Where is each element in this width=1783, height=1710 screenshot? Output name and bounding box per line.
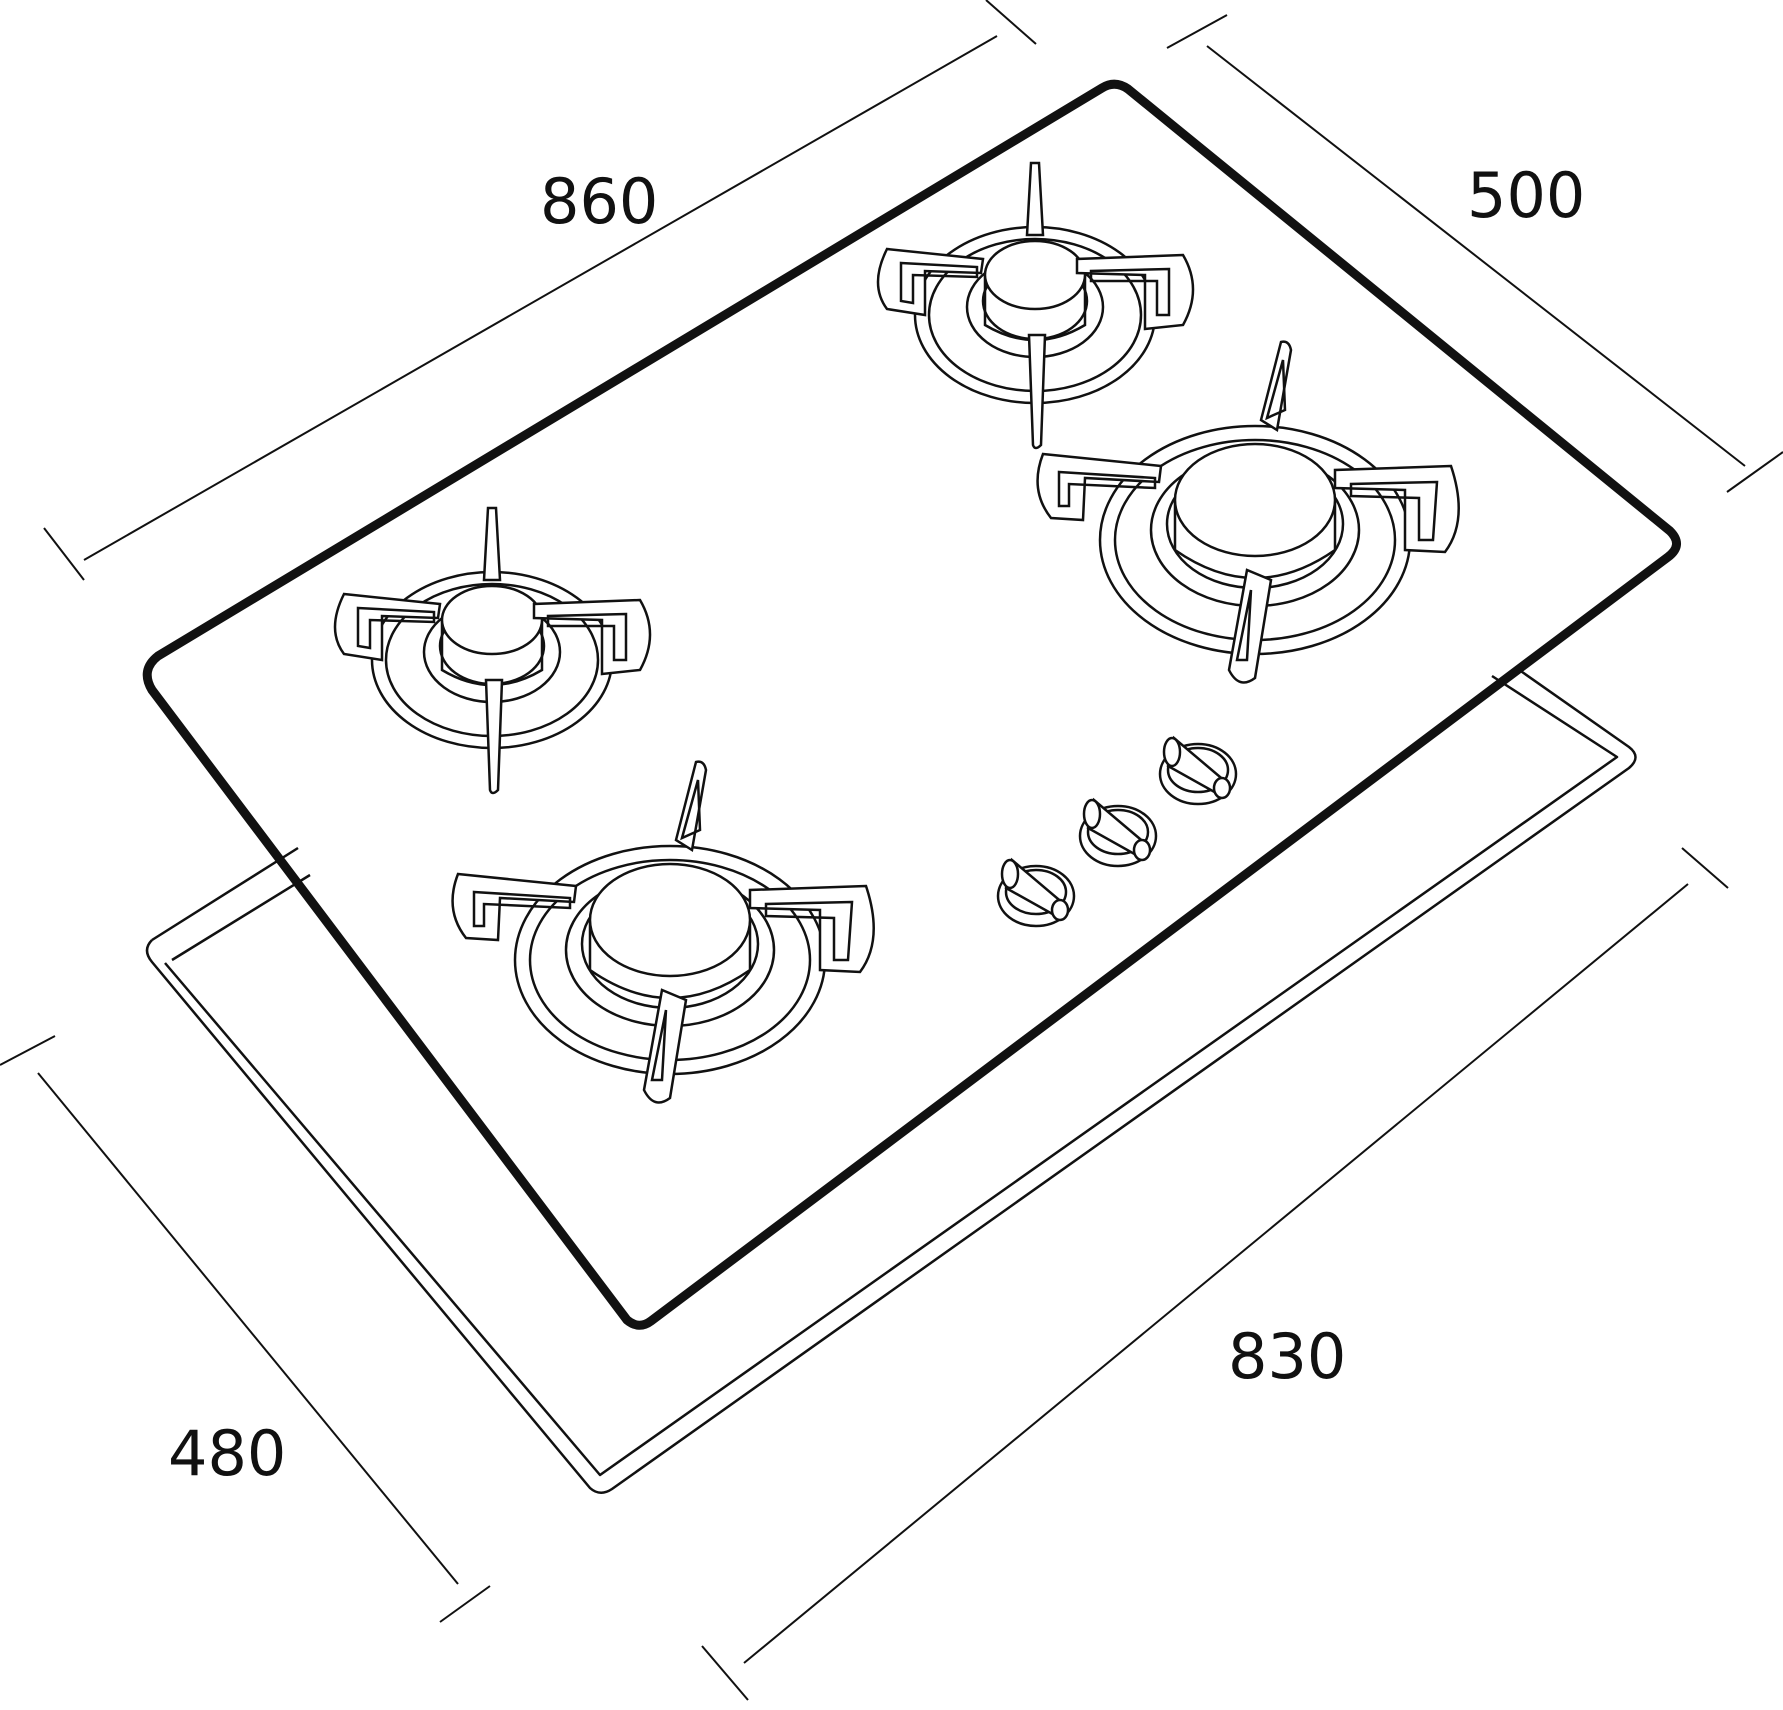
- burner-front-right: [1036, 340, 1460, 684]
- dim-tick-cutout-depth-top: [0, 1035, 56, 1066]
- dim-line-cutout-width: [743, 883, 1689, 1664]
- burner-rear-right: [876, 161, 1195, 450]
- dim-line-top-depth: [1206, 45, 1746, 467]
- dim-label-cutout-depth: 480: [168, 1417, 286, 1490]
- dim-tick-top-depth-bottom: [1726, 451, 1783, 493]
- dim-line-top-width: [83, 35, 998, 561]
- dim-tick-cutout-width-right: [1681, 847, 1729, 889]
- dim-tick-cutout-depth-bottom: [439, 1585, 491, 1623]
- burner-front-left: [451, 760, 875, 1104]
- dim-label-cutout-width: 830: [1228, 1320, 1346, 1393]
- dim-tick-cutout-width-left: [701, 1645, 749, 1701]
- dim-label-top-width: 860: [540, 165, 658, 238]
- dim-tick-top-width-left: [43, 527, 85, 581]
- burner-rear-left: [333, 506, 652, 795]
- control-knob-3[interactable]: [1158, 736, 1238, 806]
- control-knob-2[interactable]: [1078, 798, 1158, 868]
- dim-label-top-depth: 500: [1467, 159, 1585, 232]
- control-knob-1[interactable]: [996, 858, 1076, 928]
- dim-line-cutout-depth: [37, 1072, 459, 1585]
- dim-tick-top-width-right: [985, 0, 1037, 45]
- hob-top-outline: [142, 79, 1681, 1330]
- dim-tick-top-depth-top: [1166, 14, 1228, 49]
- cutout-outline: [145, 665, 1637, 1494]
